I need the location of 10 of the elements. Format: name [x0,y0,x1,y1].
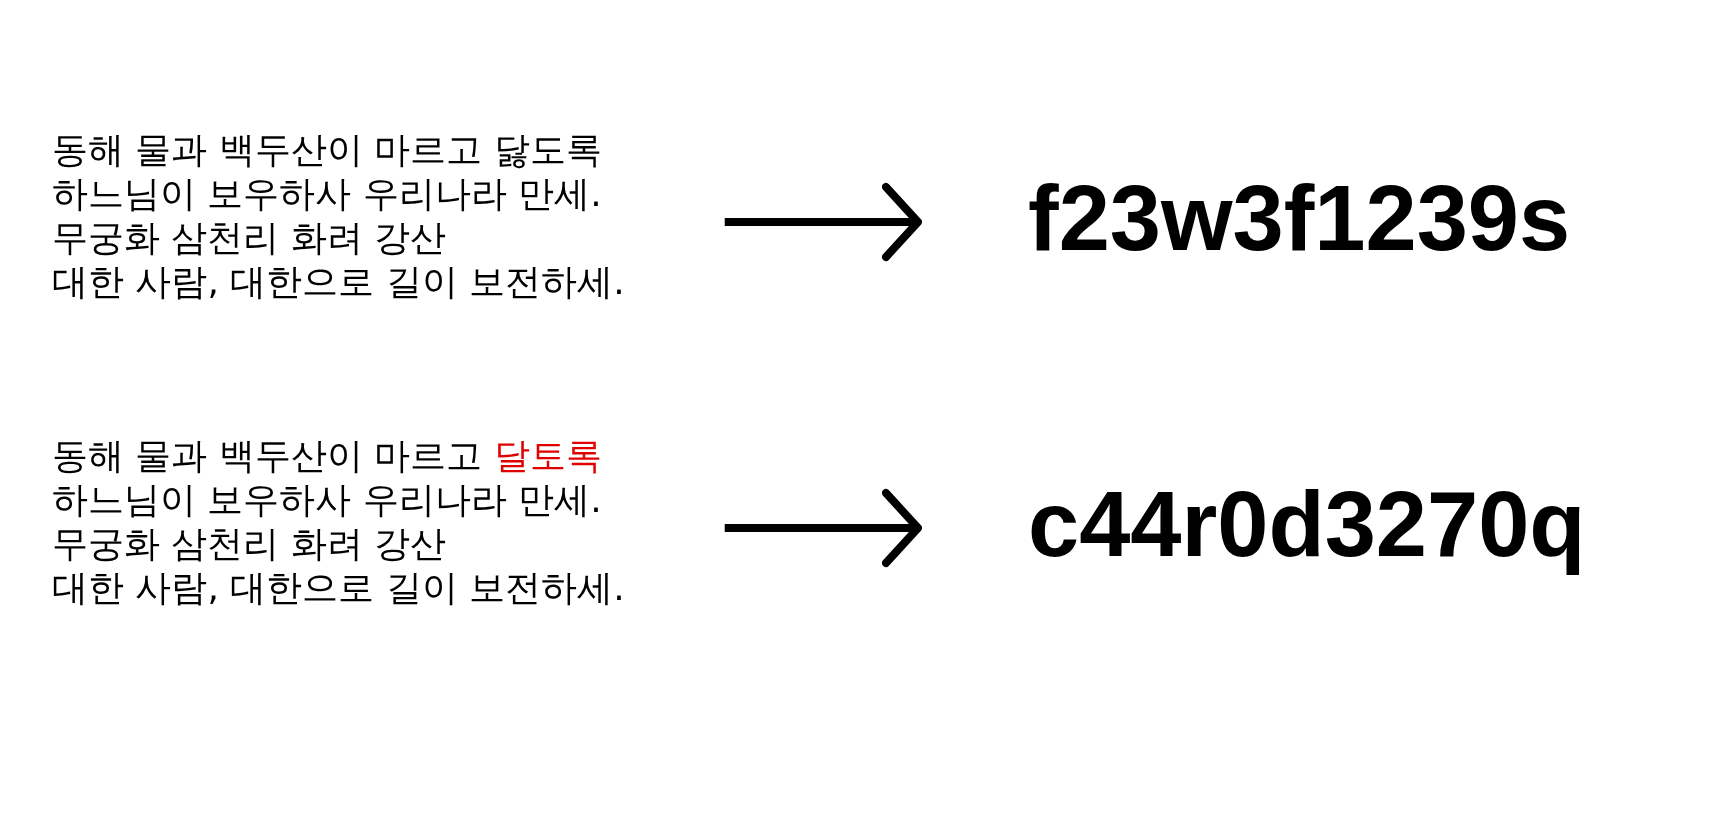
hash-text: c44r0d3270q [1028,474,1586,574]
verse-line: 동해 물과 백두산이 마르고 닳도록 [52,128,602,172]
hash-text: f23w3f1239s [1028,168,1571,268]
verse-line: 하느님이 보우하사 우리나라 만세. [52,478,602,522]
verse-line: 동해 물과 백두산이 마르고 달토록 [52,434,602,478]
verse-line: 대한 사람, 대한으로 길이 보전하세. [52,260,625,304]
verse-line: 대한 사람, 대한으로 길이 보전하세. [52,566,625,610]
verse-line: 무궁화 삼천리 화려 강산 [52,522,447,566]
verse-line: 하느님이 보우하사 우리나라 만세. [52,172,602,216]
verse-line: 무궁화 삼천리 화려 강산 [52,216,447,260]
